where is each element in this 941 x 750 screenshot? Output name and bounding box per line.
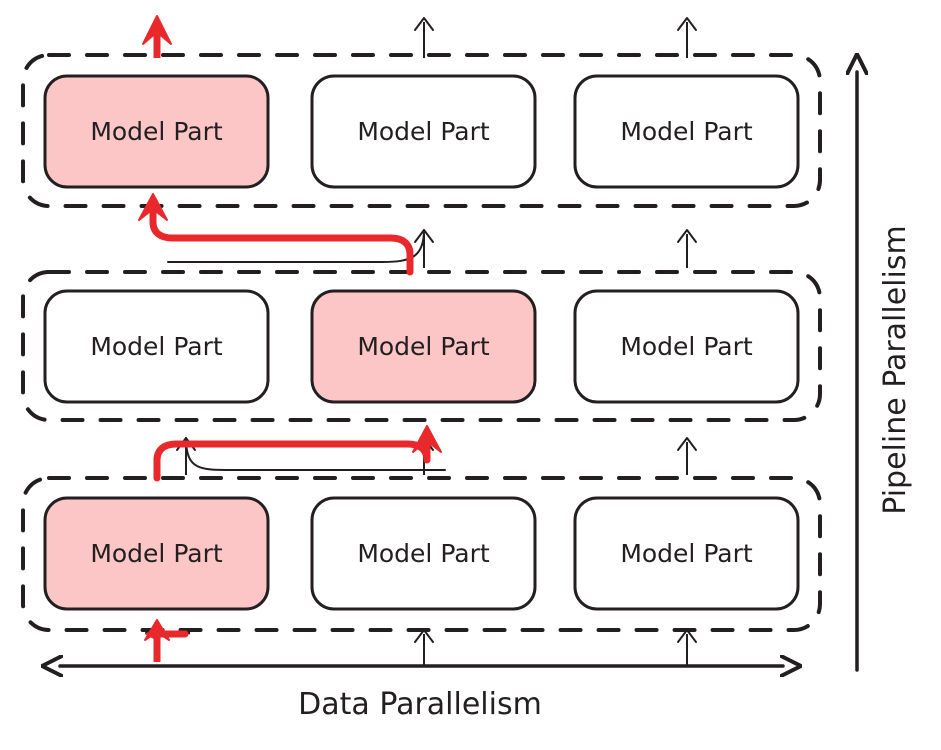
stage-bottom-container: [21, 476, 822, 632]
model-part-label: Model Part: [620, 539, 753, 568]
model-part-box-bottom-1[interactable]: Model Part: [43, 496, 270, 611]
model-part-label: Model Part: [357, 539, 490, 568]
red-flow-output: [142, 15, 172, 58]
stage-middle-container: [21, 270, 822, 422]
model-part-box-bottom-3[interactable]: Model Part: [573, 496, 800, 611]
model-part-box-top-2[interactable]: Model Part: [310, 74, 537, 189]
model-part-label: Model Part: [357, 117, 490, 146]
model-part-label: Model Part: [357, 332, 490, 361]
pipeline-parallelism-label: Pipeline Parallelism: [878, 225, 913, 514]
model-part-label: Model Part: [620, 117, 753, 146]
model-part-box-bottom-2[interactable]: Model Part: [310, 496, 537, 611]
model-part-box-middle-1[interactable]: Model Part: [43, 289, 270, 404]
model-part-box-middle-3[interactable]: Model Part: [573, 289, 800, 404]
connector-col3-arrows: [677, 17, 697, 666]
data-parallelism-label: Data Parallelism: [298, 687, 542, 722]
model-part-box-top-3[interactable]: Model Part: [573, 74, 800, 189]
model-part-box-middle-2[interactable]: Model Part: [310, 289, 537, 404]
red-flow-middle-to-top: [138, 193, 414, 276]
model-part-label: Model Part: [90, 539, 223, 568]
connector-curve-bottom-black: [185, 437, 446, 471]
model-part-label: Model Part: [620, 332, 753, 361]
red-flow-input: [144, 619, 189, 662]
model-part-box-top-1[interactable]: Model Part: [43, 74, 270, 189]
model-part-label: Model Part: [90, 117, 223, 146]
red-flow-bottom-to-middle: [153, 425, 442, 482]
model-part-label: Model Part: [90, 332, 223, 361]
stage-top-container: [21, 53, 822, 208]
